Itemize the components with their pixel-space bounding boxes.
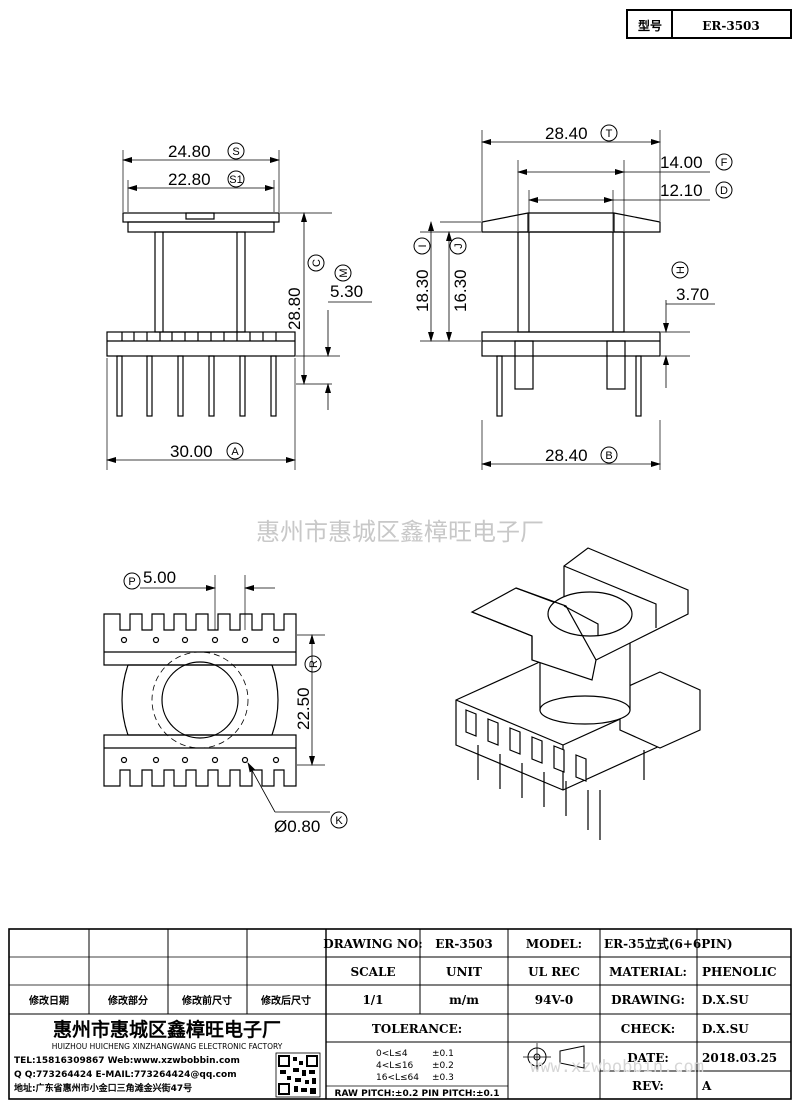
rev-header-date: 修改日期 <box>28 994 69 1007</box>
rev-header-before: 修改前尺寸 <box>181 994 232 1007</box>
tolerance-range-1: 0<L≤4 <box>376 1049 408 1059</box>
dim-side-inner-width: 14.00 <box>660 153 703 172</box>
dim-base-width-front: 30.00 <box>170 442 213 461</box>
dim-side-height: 18.30 <box>413 269 432 312</box>
svg-text:T: T <box>606 128 613 140</box>
svg-text:R: R <box>308 660 320 668</box>
dim-pin-length: 5.30 <box>330 282 363 301</box>
front-pins <box>116 355 277 417</box>
svg-text:F: F <box>721 157 728 169</box>
svg-text:C: C <box>311 259 323 267</box>
front-view <box>106 150 372 470</box>
tolerance-value-3: ±0.3 <box>432 1073 454 1083</box>
tolerance-value-2: ±0.2 <box>432 1061 454 1071</box>
company-address: 地址:广东省惠州市小金口三角滩金兴街47号 <box>14 1082 192 1094</box>
svg-text:D: D <box>720 185 728 197</box>
dim-top-width: 24.80 <box>168 142 211 161</box>
svg-text:K: K <box>335 815 343 827</box>
dim-base-thickness: 3.70 <box>676 285 709 304</box>
date-label: DATE: <box>627 1051 669 1065</box>
side-view <box>420 130 715 470</box>
tolerance-label: TOLERANCE: <box>372 1022 462 1036</box>
dim-side-base-width: 28.40 <box>545 446 588 465</box>
model-value: ER-35立式(6+6PIN) <box>604 936 733 951</box>
svg-text:I: I <box>417 244 429 247</box>
watermark-text: 惠州市惠城区鑫樟旺电子厂 <box>256 518 544 546</box>
watermark-url: www.xzwbobbin.com <box>530 1057 704 1077</box>
dim-side-inner-height: 16.30 <box>451 269 470 312</box>
type-label: 型号 <box>638 18 662 33</box>
dim-height: 28.80 <box>285 287 304 330</box>
qr-code <box>275 1052 321 1098</box>
pin-holes <box>120 636 280 764</box>
rev-header-part: 修改部分 <box>107 994 148 1007</box>
svg-text:P: P <box>128 576 135 588</box>
svg-text:J: J <box>453 243 465 249</box>
dim-pin-diameter: Ø0.80 <box>274 817 320 836</box>
dim-pin-pitch: 5.00 <box>143 568 176 587</box>
title-block-text: 修改日期 修改部分 修改前尺寸 修改后尺寸 DRAWING NO: ER-350… <box>14 936 777 1099</box>
drawing-value: D.X.SU <box>702 993 749 1007</box>
company-qq: Q Q:773264424 E-MAIL:773264424@qq.com <box>14 1070 237 1080</box>
bottom-view-labels: P 5.00 22.50 R Ø0.80 K <box>123 568 348 836</box>
pitch-note: RAW PITCH:±0.2 PIN PITCH:±0.1 <box>335 1089 500 1099</box>
drawing-label: DRAWING: <box>611 993 685 1007</box>
front-base-teeth <box>121 332 277 341</box>
check-value: D.X.SU <box>702 1022 749 1036</box>
svg-text:S1: S1 <box>229 174 242 186</box>
rev-value: A <box>701 1079 712 1093</box>
unit-label: UNIT <box>446 965 482 979</box>
svg-text:M: M <box>338 268 350 277</box>
title-block <box>8 928 792 1100</box>
tolerance-value-1: ±0.1 <box>432 1049 454 1059</box>
date-value: 2018.03.25 <box>702 1051 777 1065</box>
ul-rec-label: UL REC <box>528 965 580 979</box>
svg-text:B: B <box>605 450 612 462</box>
tolerance-range-2: 4<L≤16 <box>376 1061 414 1071</box>
company-name-en: HUIZHOU HUICHENG XINZHANGWANG ELECTRONIC… <box>52 1042 283 1051</box>
tolerance-range-3: 16<L≤64 <box>376 1073 419 1083</box>
rev-label: REV: <box>632 1079 664 1093</box>
header-box: 型号 ER-3503 <box>626 9 792 39</box>
isometric-view <box>455 547 701 840</box>
dim-row-spacing: 22.50 <box>294 687 313 730</box>
dim-side-core-width: 12.10 <box>660 181 703 200</box>
model-code: ER-3503 <box>702 19 760 33</box>
scale-value: 1/1 <box>362 993 383 1007</box>
front-view-labels: 24.80 S 22.80 S1 28.80 C 5.30 M 30.00 A <box>168 142 363 461</box>
scale-label: SCALE <box>350 965 395 979</box>
company-tel: TEL:15816309867 Web:www.xzwbobbin.com <box>14 1056 240 1066</box>
bottom-view <box>103 575 330 813</box>
svg-text:A: A <box>231 446 239 458</box>
check-label: CHECK: <box>621 1022 675 1036</box>
side-view-labels: 28.40 T 14.00 F 12.10 D 18.30 I 16.30 J … <box>413 124 733 465</box>
unit-value: m/m <box>449 993 479 1007</box>
dim-flange-width: 22.80 <box>168 170 211 189</box>
ul-rec-value: 94V-0 <box>535 993 573 1007</box>
svg-text:S: S <box>232 146 239 158</box>
drawing-no-label: DRAWING NO: <box>323 937 422 951</box>
drawing-no: ER-3503 <box>435 937 493 951</box>
model-label: MODEL: <box>526 937 582 951</box>
rev-header-after: 修改后尺寸 <box>260 994 311 1007</box>
dim-side-top-width: 28.40 <box>545 124 588 143</box>
material-label: MATERIAL: <box>609 965 687 979</box>
material-value: PHENOLIC <box>702 965 777 979</box>
svg-text:H: H <box>675 266 687 274</box>
company-name-cn: 惠州市惠城区鑫樟旺电子厂 <box>53 1018 281 1041</box>
